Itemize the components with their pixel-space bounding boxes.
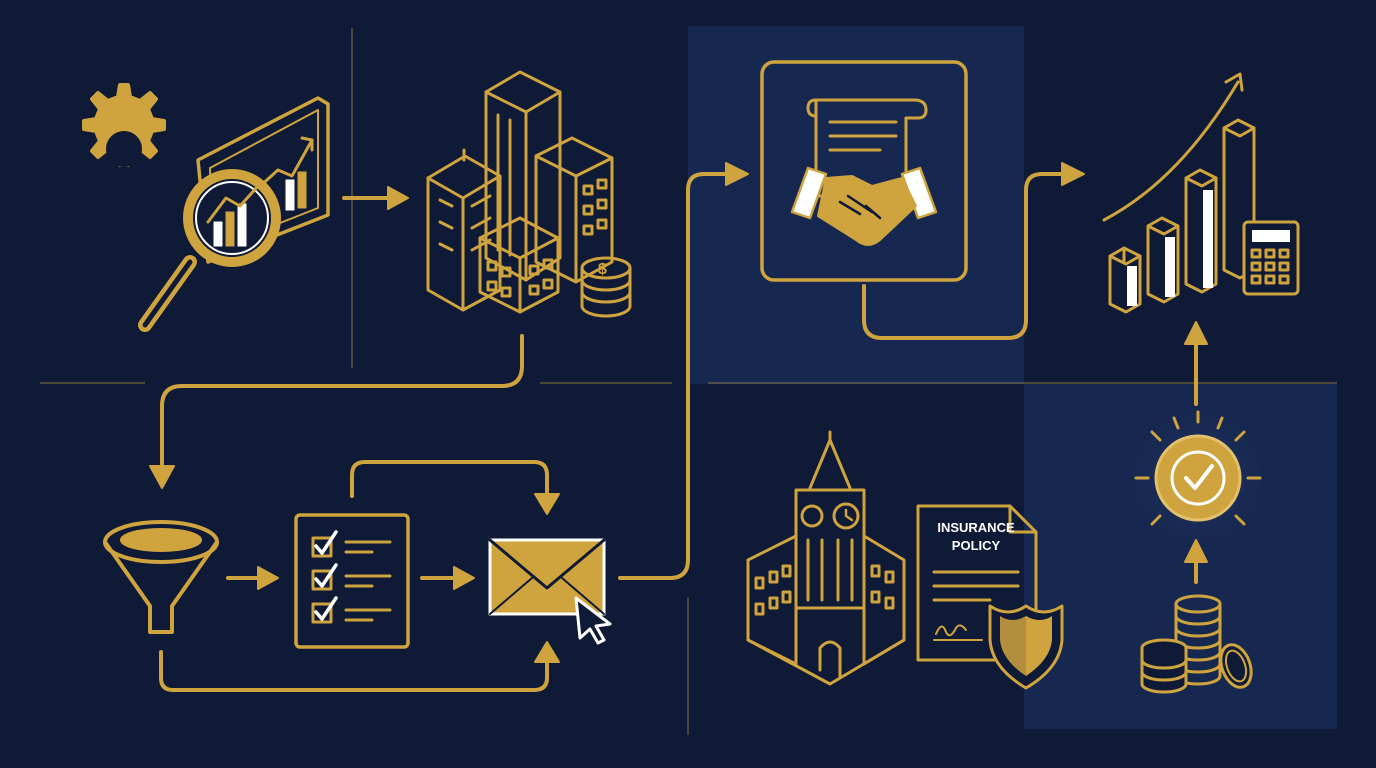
shield-icon — [988, 604, 1064, 690]
gear-icon — [82, 83, 166, 167]
envelope-icon — [488, 538, 606, 616]
contract-frame — [760, 60, 968, 282]
cursor-icon — [574, 596, 612, 645]
flow-arrow-8 — [862, 162, 1085, 340]
flow-arrow-7 — [618, 162, 749, 580]
checklist-icon — [294, 513, 410, 649]
magnifier-icon — [138, 169, 281, 332]
flow-arrow-1 — [342, 186, 409, 210]
flow-arrow-5 — [350, 460, 560, 515]
flow-arrow-2 — [149, 334, 524, 489]
policy-title-line2: POLICY — [952, 538, 1001, 553]
insurance-policy-icon — [916, 504, 1038, 662]
office-buildings-icon — [426, 70, 614, 314]
flow-arrow-4 — [420, 566, 475, 590]
rising-bar-chart-icon — [1102, 72, 1256, 314]
policy-title-line1: INSURANCE — [937, 520, 1015, 535]
flow-arrow-9 — [1184, 321, 1208, 406]
flow-arrow-10 — [1184, 539, 1208, 584]
handshake-icon — [790, 166, 938, 246]
coins-icon — [1140, 594, 1253, 694]
contract-scroll-icon — [806, 98, 928, 198]
svg-text:$: $ — [598, 261, 607, 278]
flow-arrow-6 — [159, 641, 560, 692]
government-building-icon — [746, 430, 906, 686]
approval-badge-icon — [1134, 410, 1262, 526]
funnel-icon — [103, 520, 219, 634]
flow-arrow-3 — [226, 566, 279, 590]
calculator-icon — [1242, 220, 1300, 296]
coin-stack-icon: $ — [580, 256, 632, 318]
